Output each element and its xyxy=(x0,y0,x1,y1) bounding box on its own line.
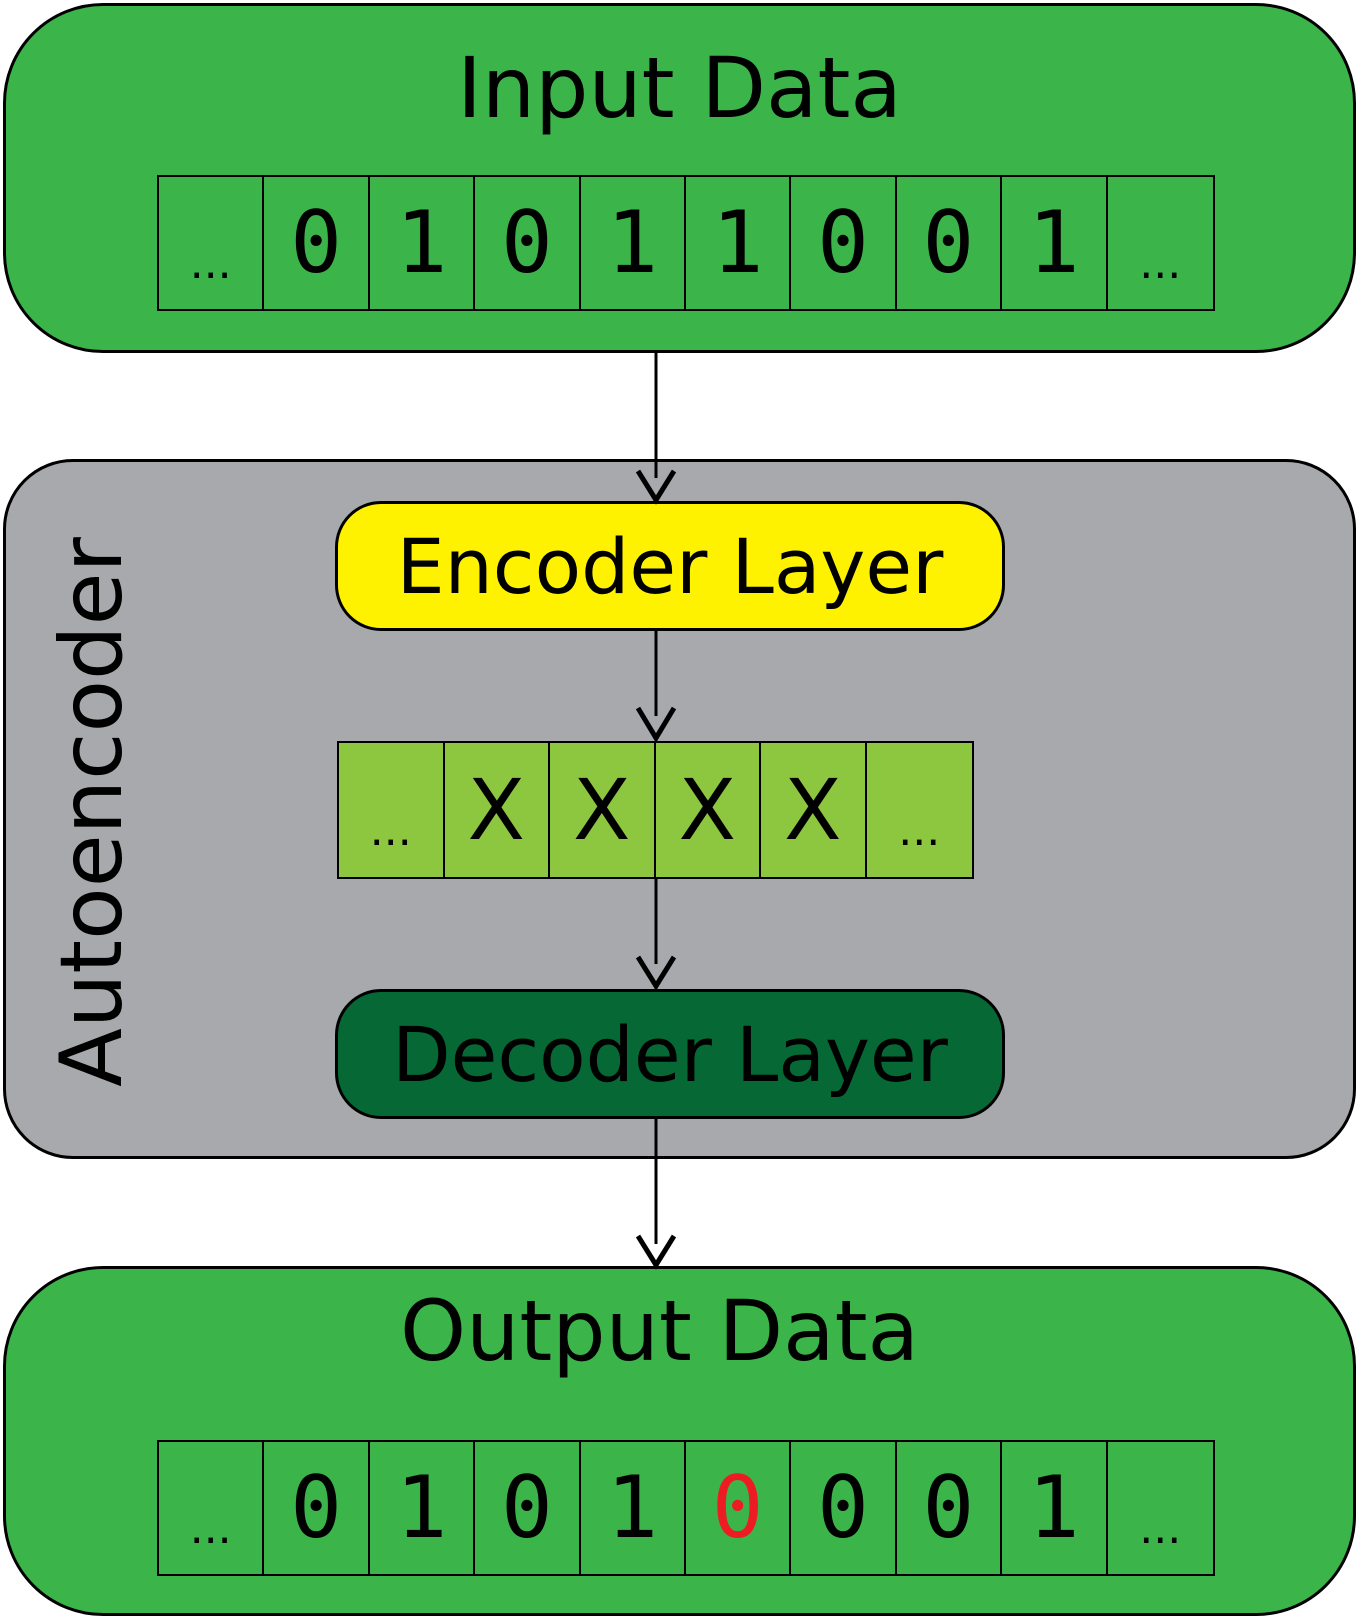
input-data-panel: Input Data ... 0 1 0 1 1 0 0 1 ... xyxy=(3,3,1356,353)
latent-cell: X xyxy=(444,743,550,877)
latent-cell: ... xyxy=(339,743,445,877)
encoder-layer: Encoder Layer xyxy=(335,501,1005,631)
arrowhead-icon xyxy=(635,955,677,991)
input-cell: 1 xyxy=(581,177,686,309)
output-bit-row: ... 0 1 0 1 0 0 0 1 ... xyxy=(157,1440,1215,1576)
input-cell: 0 xyxy=(475,177,581,309)
input-data-title: Input Data xyxy=(457,39,902,137)
output-data-panel: Output Data ... 0 1 0 1 0 0 0 1 ... xyxy=(3,1266,1356,1616)
latent-cell: ... xyxy=(866,743,972,877)
output-cell: 0 xyxy=(897,1442,1003,1574)
output-cell: 0 xyxy=(791,1442,897,1574)
output-cell: 1 xyxy=(1002,1442,1108,1574)
input-cell: 0 xyxy=(264,177,370,309)
input-cell: 1 xyxy=(686,177,792,309)
output-cell: 0 xyxy=(475,1442,581,1574)
input-cell: ... xyxy=(1139,237,1182,289)
latent-cell: X xyxy=(655,743,761,877)
input-cell: 1 xyxy=(370,177,476,309)
input-cell: 0 xyxy=(897,177,1003,309)
output-cell-changed: 0 xyxy=(686,1442,792,1574)
input-cell: ... xyxy=(159,177,265,309)
input-cell: 1 xyxy=(1002,177,1108,309)
arrowhead-icon xyxy=(635,706,677,743)
output-cell: ... xyxy=(159,1442,265,1574)
latent-cell: X xyxy=(761,743,867,877)
arrowhead-icon xyxy=(635,1234,677,1270)
output-cell: 1 xyxy=(581,1442,686,1574)
output-data-title: Output Data xyxy=(399,1282,920,1380)
input-cell: 0 xyxy=(791,177,897,309)
arrowhead-icon xyxy=(635,469,677,505)
latent-cell: X xyxy=(550,743,656,877)
decoder-layer: Decoder Layer xyxy=(335,989,1005,1119)
latent-code-row: ... X X X X ... xyxy=(337,741,974,879)
output-cell: 1 xyxy=(370,1442,476,1574)
input-bit-row: ... 0 1 0 1 1 0 0 1 ... xyxy=(157,175,1215,311)
output-cell: 0 xyxy=(264,1442,370,1574)
output-cell: ... xyxy=(1139,1502,1182,1554)
